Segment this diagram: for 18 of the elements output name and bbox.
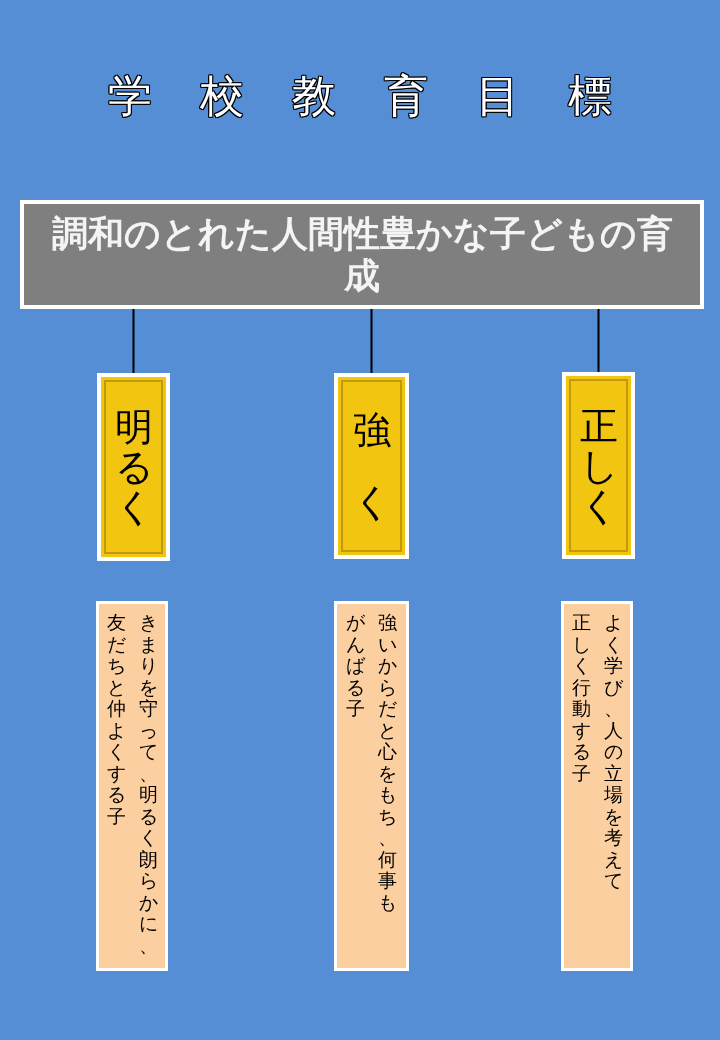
description-text: 強いからだと心をもち、何事もがんばる子 xyxy=(346,612,397,915)
keyword-text: 明るく xyxy=(114,407,153,527)
goal-text: 調和のとれた人間性豊かな子どもの育成 xyxy=(50,212,674,297)
description-text: よく学び、人の立場を考えて正しく行動する子 xyxy=(571,612,623,893)
title: 学 校 教 育 目 標 xyxy=(107,69,630,123)
keyword-text: 強く xyxy=(352,407,391,526)
description-box xyxy=(561,601,633,971)
connector-line xyxy=(370,308,373,374)
keyword-box xyxy=(334,373,409,559)
connector-line xyxy=(132,308,135,374)
description-box xyxy=(96,601,168,971)
connector-line xyxy=(597,308,600,373)
keyword-box xyxy=(97,373,170,561)
description-box xyxy=(334,601,409,971)
goal-box xyxy=(20,200,704,309)
keyword-box xyxy=(562,372,635,559)
keyword-text: 正しく xyxy=(579,405,618,526)
description-text: きまりを守って、明るく朗らかに、友だちと仲よくする子 xyxy=(106,612,158,958)
